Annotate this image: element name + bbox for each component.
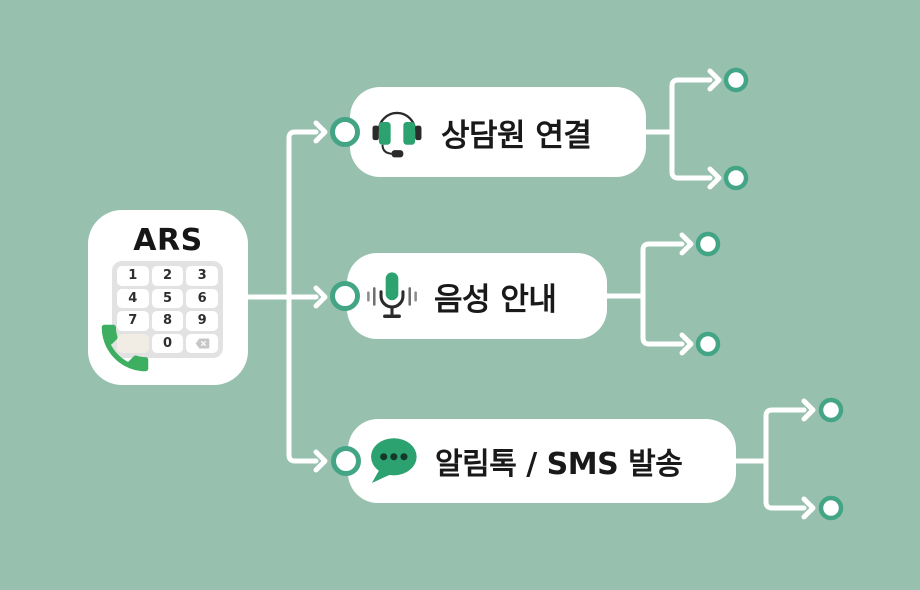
branch-label: 알림톡 / SMS 발송 [435, 447, 683, 482]
keypad-key-backspace [186, 333, 218, 353]
connector-branch3-fork [763, 407, 807, 511]
arrow-head [801, 398, 816, 422]
branch-card-alimtalk-sms: 알림톡 / SMS 발송 [348, 419, 736, 503]
ars-title: ARS [133, 223, 203, 258]
arrow-head [313, 449, 328, 473]
chat-bubble-icon [371, 438, 417, 483]
keypad-key-4: 4 [117, 288, 149, 308]
branch-label: 음성 안내 [434, 281, 557, 318]
arrow-head [313, 120, 328, 144]
outcome-node-circle [723, 165, 749, 191]
keypad-key-0: 0 [151, 333, 184, 353]
outcome-node-circle [818, 495, 844, 521]
outcome-node-circle [723, 67, 749, 93]
keypad-key-9: 9 [186, 311, 218, 331]
branch-card-voice-guide: 음성 안내 [347, 253, 607, 339]
keypad-key-1: 1 [117, 266, 149, 286]
connector-ars-trunk [286, 129, 319, 464]
connector-branch1-fork [669, 77, 713, 181]
branch-card-agent-connect: 상담원 연결 [350, 87, 646, 177]
connector-branch2-fork [640, 241, 685, 347]
headset-icon [372, 111, 422, 158]
ars-source-card: ARS 1 2 3 4 5 6 7 8 9 0 [88, 210, 248, 385]
keypad-key-5: 5 [151, 288, 184, 308]
microphone-icon [367, 272, 417, 319]
phone-keypad: 1 2 3 4 5 6 7 8 9 0 [112, 261, 223, 358]
keypad-key-7: 7 [117, 311, 149, 331]
keypad-key-8: 8 [151, 311, 184, 331]
outcome-node-circle [695, 331, 721, 357]
keypad-key-blank [117, 333, 149, 353]
outcome-node-circle [818, 397, 844, 423]
backspace-icon [195, 338, 209, 349]
arrow-head [707, 166, 722, 190]
branch-label: 상담원 연결 [441, 117, 592, 154]
keypad-key-2: 2 [151, 266, 184, 286]
arrow-head [679, 332, 694, 356]
keypad-key-6: 6 [186, 288, 218, 308]
outcome-node-circle [695, 231, 721, 257]
arrow-head [313, 285, 328, 309]
arrow-head [707, 68, 722, 92]
phone-handset-icon [94, 317, 156, 379]
arrow-head [679, 232, 694, 256]
keypad-key-3: 3 [186, 266, 218, 286]
arrow-head [801, 496, 816, 520]
